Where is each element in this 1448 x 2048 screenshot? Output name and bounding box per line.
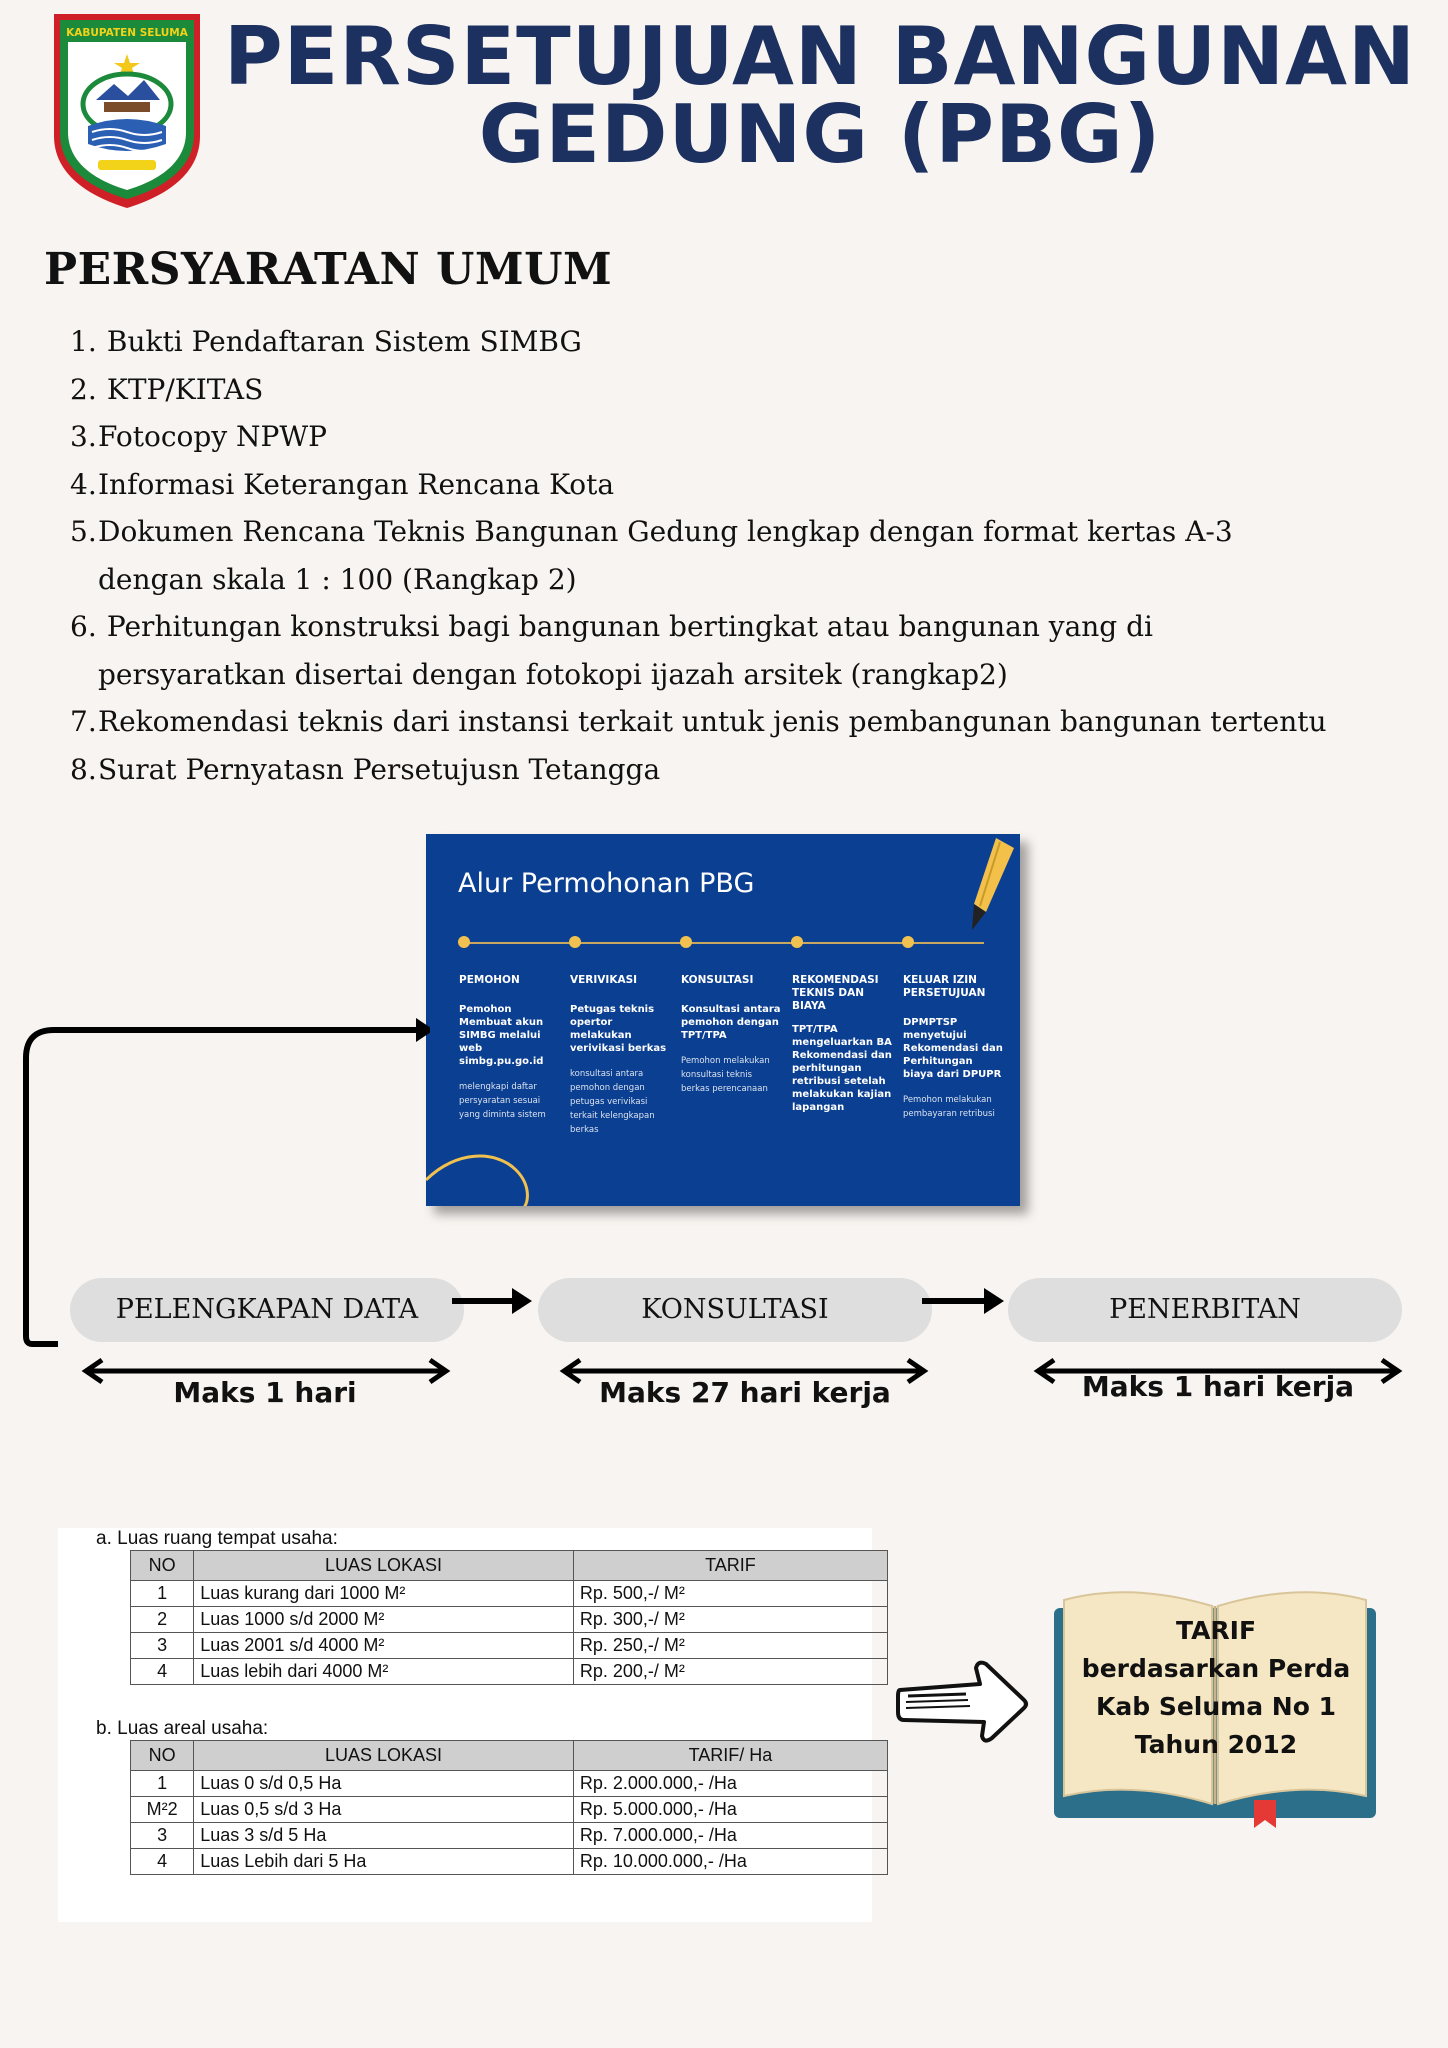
step-verivikasi: VERIVIKASI Petugas teknis opertor melaku… bbox=[570, 974, 667, 1135]
table-row: 1 Luas kurang dari 1000 M² Rp. 500,-/ M² bbox=[129, 1580, 889, 1607]
requirements-list: 1. Bukti Pendaftaran Sistem SIMBG 2. KTP… bbox=[70, 318, 1410, 793]
table-row: 3 Luas 2001 s/d 4000 M² Rp. 250,-/ M² bbox=[129, 1632, 889, 1659]
duration-penerbitan: Maks 1 hari kerja bbox=[1081, 1370, 1355, 1403]
table-row: 4 Luas lebih dari 4000 M² Rp. 200,-/ M² bbox=[129, 1658, 889, 1685]
arrow-right-icon bbox=[452, 1288, 532, 1314]
requirement-item: 2. KTP/KITAS bbox=[70, 372, 264, 406]
duration-konsultasi: Maks 27 hari kerja bbox=[599, 1376, 891, 1409]
double-arrow-icon bbox=[1033, 1357, 1403, 1385]
timeline-dot bbox=[680, 936, 692, 948]
process-flow-card: Alur Permohonan PBG PEMOHON Pemohon Memb… bbox=[426, 834, 1020, 1206]
stage-penerbitan: PENERBITAN bbox=[1008, 1278, 1402, 1342]
column-header: TARIF/ Ha bbox=[572, 1740, 889, 1771]
requirements-heading: PERSYARATAN UMUM bbox=[44, 244, 613, 295]
stage-pelengkapan-data: PELENGKAPAN DATA bbox=[70, 1278, 464, 1342]
column-header: LUAS LOKASI bbox=[193, 1550, 574, 1581]
page-title: PERSETUJUAN BANGUNAN GEDUNG (PBG) bbox=[220, 10, 1420, 181]
table-row: 4 Luas Lebih dari 5 Ha Rp. 10.000.000,- … bbox=[129, 1848, 889, 1875]
book-caption: TARIF berdasarkan Perda Kab Seluma No 1 … bbox=[1081, 1616, 1351, 1759]
table-row: 1 Luas 0 s/d 0,5 Ha Rp. 2.000.000,- /Ha bbox=[129, 1770, 889, 1797]
section-a-caption: a. Luas ruang tempat usaha: bbox=[96, 1528, 338, 1549]
column-header: TARIF bbox=[572, 1550, 889, 1581]
timeline-dot bbox=[902, 936, 914, 948]
requirement-item: 1. Bukti Pendaftaran Sistem SIMBG bbox=[70, 325, 582, 358]
requirement-item: 6. Perhitungan konstruksi bagi bangunan … bbox=[70, 610, 1153, 691]
timeline-line bbox=[464, 942, 984, 944]
pointing-hand-icon bbox=[896, 1660, 1028, 1743]
arrow-right-icon bbox=[922, 1288, 1004, 1314]
kabupaten-seluma-logo: KABUPATEN SELUMA bbox=[54, 14, 200, 208]
stage-konsultasi: KONSULTASI bbox=[538, 1278, 932, 1342]
requirement-item: 3.Fotocopy NPWP bbox=[70, 420, 328, 453]
table-row: M²2 Luas 0,5 s/d 3 Ha Rp. 5.000.000,- /H… bbox=[129, 1796, 889, 1823]
requirement-item: 7.Rekomendasi teknis dari instansi terka… bbox=[70, 705, 1327, 738]
title-line-1: PERSETUJUAN BANGUNAN bbox=[224, 10, 1416, 103]
timeline-dot bbox=[569, 936, 581, 948]
section-b-caption: b. Luas areal usaha: bbox=[96, 1718, 269, 1739]
duration-pelengkapan: Maks 1 hari bbox=[173, 1376, 357, 1409]
requirement-item: 5.Dokumen Rencana Teknis Bangunan Gedung… bbox=[70, 515, 1233, 596]
card-title: Alur Permohonan PBG bbox=[458, 868, 755, 899]
double-arrow-icon bbox=[81, 1357, 451, 1385]
step-pemohon: PEMOHON Pemohon Membuat akun SIMBG melal… bbox=[459, 974, 546, 1120]
pencil-icon bbox=[972, 838, 1014, 930]
decorative-swirl bbox=[426, 1154, 529, 1206]
double-arrow-icon bbox=[559, 1357, 929, 1385]
svg-text:KABUPATEN SELUMA: KABUPATEN SELUMA bbox=[66, 27, 189, 39]
column-header: NO bbox=[129, 1550, 195, 1581]
tariff-table-a: NO LUAS LOKASI TARIF 1 Luas kurang dari … bbox=[129, 1550, 889, 1685]
step-keluar-izin: KELUAR IZIN PERSETUJUAN DPMPTSP menyetuj… bbox=[903, 974, 1003, 1119]
timeline-dot bbox=[458, 936, 470, 948]
return-arrow bbox=[23, 1018, 430, 1347]
column-header: NO bbox=[129, 1740, 195, 1771]
tariff-table-b: NO LUAS LOKASI TARIF/ Ha 1 Luas 0 s/d 0,… bbox=[129, 1740, 889, 1875]
requirement-item: 4.Informasi Keterangan Rencana Kota bbox=[70, 467, 615, 501]
step-rekomendasi: REKOMENDASI TEKNIS DAN BIAYA TPT/TPA men… bbox=[792, 974, 892, 1113]
table-row: 2 Luas 1000 s/d 2000 M² Rp. 300,-/ M² bbox=[129, 1606, 889, 1633]
book-icon bbox=[1054, 1591, 1376, 1828]
column-header: LUAS LOKASI bbox=[193, 1740, 574, 1771]
timeline-dot bbox=[791, 936, 803, 948]
tariff-tables: a. Luas ruang tempat usaha: NO LUAS LOKA… bbox=[58, 1528, 889, 1922]
step-konsultasi: KONSULTASI Konsultasi antara pemohon den… bbox=[681, 974, 781, 1094]
table-row: 3 Luas 3 s/d 5 Ha Rp. 7.000.000,- /Ha bbox=[129, 1822, 889, 1849]
requirement-item: 8.Surat Pernyatasn Persetujusn Tetangga bbox=[70, 752, 661, 786]
title-line-2: GEDUNG (PBG) bbox=[478, 88, 1162, 181]
